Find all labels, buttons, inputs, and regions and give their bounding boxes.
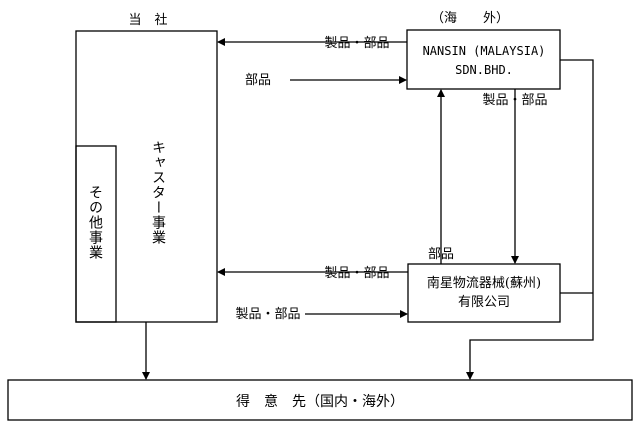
flow-label-company-to-nansin: 部品: [245, 73, 271, 88]
flow-label-nansin-to-nanxing: 製品・部品: [482, 93, 547, 108]
nansin-name-line1: NANSIN (MALAYSIA): [423, 44, 546, 58]
flow-label-nanxing-to-nansin: 部品: [428, 247, 454, 262]
company-title: 当 社: [128, 12, 167, 28]
other-business-box: [75, 145, 117, 323]
flow-label-nanxing-to-company: 製品・部品: [324, 266, 389, 281]
customer-label: 得 意 先（国内・海外）: [236, 393, 404, 410]
other-business-label: その他事業: [87, 185, 103, 260]
main-business-label: キャスター事業: [150, 140, 166, 245]
overseas-title: （海 外）: [431, 11, 509, 26]
nanxing-name-line2: 有限公司: [458, 295, 510, 310]
nanxing-box: [407, 263, 561, 323]
flow-label-nansin-to-company: 製品・部品: [324, 36, 389, 51]
nanxing-name-line1: 南星物流器械(蘇州): [427, 275, 541, 291]
company-box: [75, 30, 218, 323]
customer-box: [7, 379, 633, 421]
flow-label-company-to-nanxing: 製品・部品: [235, 307, 300, 322]
line-overseas-to-customer: [466, 59, 594, 380]
nansin-box: [406, 29, 561, 90]
nansin-name-line2: SDN.BHD.: [455, 63, 513, 77]
